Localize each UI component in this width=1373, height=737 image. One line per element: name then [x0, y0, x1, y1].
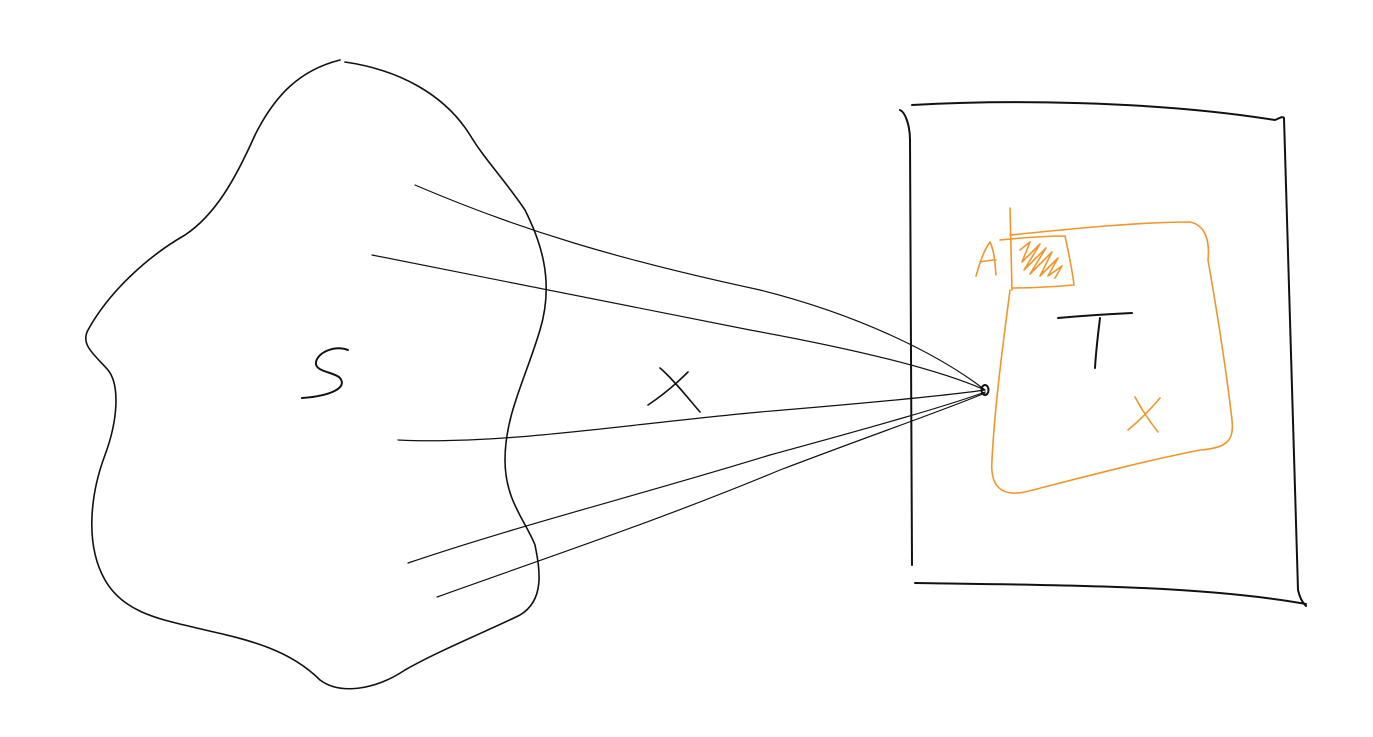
ray-2 — [371, 254, 986, 391]
target-frame — [899, 101, 1307, 607]
source-set-letter-s — [301, 347, 349, 399]
ray-4 — [407, 391, 986, 564]
source-point-letter-x — [647, 367, 701, 413]
target-point-letter-x — [1127, 396, 1161, 433]
target-set-outline — [990, 221, 1234, 494]
region-a-outline — [999, 207, 1075, 291]
projection-point — [980, 384, 990, 396]
target-set-letter-t — [1057, 312, 1133, 369]
region-a-hatch — [1019, 241, 1063, 279]
ray-bundle — [371, 184, 986, 598]
ray-5 — [436, 392, 986, 598]
ray-3 — [397, 389, 986, 442]
source-set-outline — [85, 59, 547, 690]
region-letter-a — [975, 241, 997, 277]
ray-1 — [414, 184, 986, 391]
